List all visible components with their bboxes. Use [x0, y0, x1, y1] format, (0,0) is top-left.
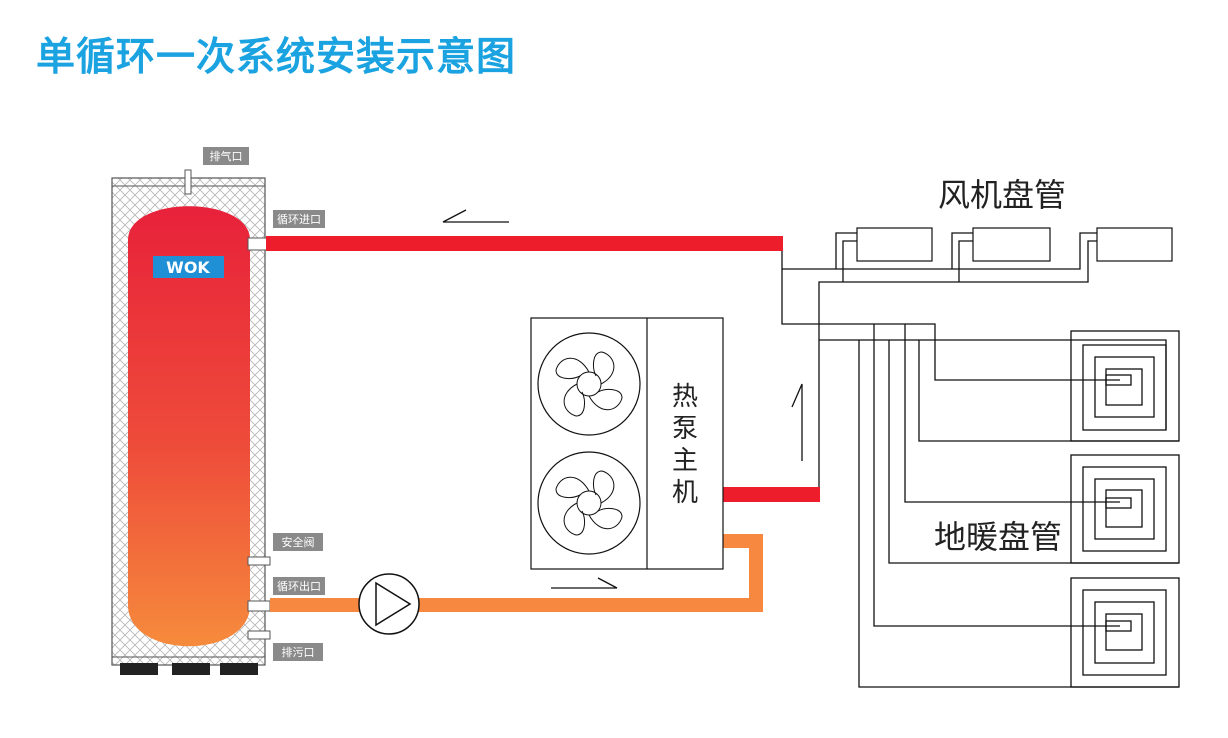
- storage-tank: WOK: [111, 169, 271, 675]
- brand-logo-text: WOK: [166, 258, 210, 277]
- floor-heating-label-bg: [930, 512, 1070, 554]
- fan-lower: [537, 451, 641, 555]
- distribution-lines: [781, 232, 1179, 688]
- tank-foot-middle: [172, 663, 210, 675]
- brand-logo: [153, 256, 224, 278]
- fan-coil-units: 风机盘管: [856, 176, 1173, 262]
- inlet-label: 循环进口: [277, 213, 321, 226]
- outlet-label-box: [273, 577, 325, 595]
- vent-label: 排气口: [210, 149, 243, 163]
- drain-stub: [247, 630, 271, 640]
- floor-coil-2: [1070, 454, 1180, 564]
- floor-heating-coils: [1070, 330, 1180, 688]
- fan-coil-unit-2: [972, 227, 1051, 262]
- heat-pump-hot-pipe: [723, 487, 820, 502]
- line-fan-supply: [782, 232, 1098, 270]
- fan-coil-unit-1: [856, 227, 933, 262]
- vent-label-box: [203, 147, 249, 165]
- floor-heating-label: 地暖盘管: [934, 518, 1062, 556]
- safety-valve-label-box: [273, 533, 323, 551]
- line-to-floor-loop-1: [781, 251, 1120, 381]
- flow-arrow-right: [551, 577, 618, 589]
- line-to-floor-loop-3: [873, 324, 1120, 627]
- fan-upper: [537, 332, 641, 436]
- fan-coil-unit-3: [1096, 227, 1173, 262]
- hot-supply-pipe: [266, 236, 783, 251]
- circulation-pump: [358, 573, 420, 635]
- floor-coil-3: [1070, 577, 1180, 688]
- heat-pump-label-char-2: 泵: [672, 414, 698, 444]
- safety-valve-label: 安全阀: [282, 535, 315, 549]
- return-pipe: [270, 534, 763, 612]
- safety-valve-stub: [247, 556, 271, 566]
- line-fan-return: [818, 240, 1098, 487]
- outlet-label: 循环出口: [277, 579, 321, 593]
- flow-arrows: [442, 209, 803, 589]
- drain-label-box: [273, 643, 323, 661]
- vent-pipe: [184, 169, 192, 195]
- tank-foot-right: [220, 663, 258, 675]
- outlet-stub: [247, 600, 271, 612]
- inlet-stub: [247, 237, 269, 251]
- flow-arrow-left: [442, 209, 509, 223]
- flow-arrow-up: [791, 383, 803, 461]
- heat-pump-unit: 热 泵 主 机: [530, 317, 724, 570]
- inlet-label-box: [273, 210, 325, 228]
- tank-vessel: [128, 206, 250, 647]
- tank-labels: 排气口 循环进口 安全阀 循环出口 排污口: [203, 147, 325, 661]
- floor-coil-1: [1070, 330, 1180, 442]
- line-to-floor-loop-2: [904, 324, 1120, 503]
- heat-pump-label-char-1: 热: [672, 382, 698, 412]
- line-floor-return-1b: [918, 340, 1179, 442]
- drain-label: 排污口: [282, 645, 315, 659]
- heat-pump-label-char-4: 机: [672, 478, 698, 508]
- fan-coil-label: 风机盘管: [938, 176, 1066, 214]
- page-title: 单循环一次系统安装示意图: [36, 35, 517, 80]
- heat-pump-label-char-3: 主: [672, 446, 698, 476]
- tank-foot-left: [120, 663, 158, 675]
